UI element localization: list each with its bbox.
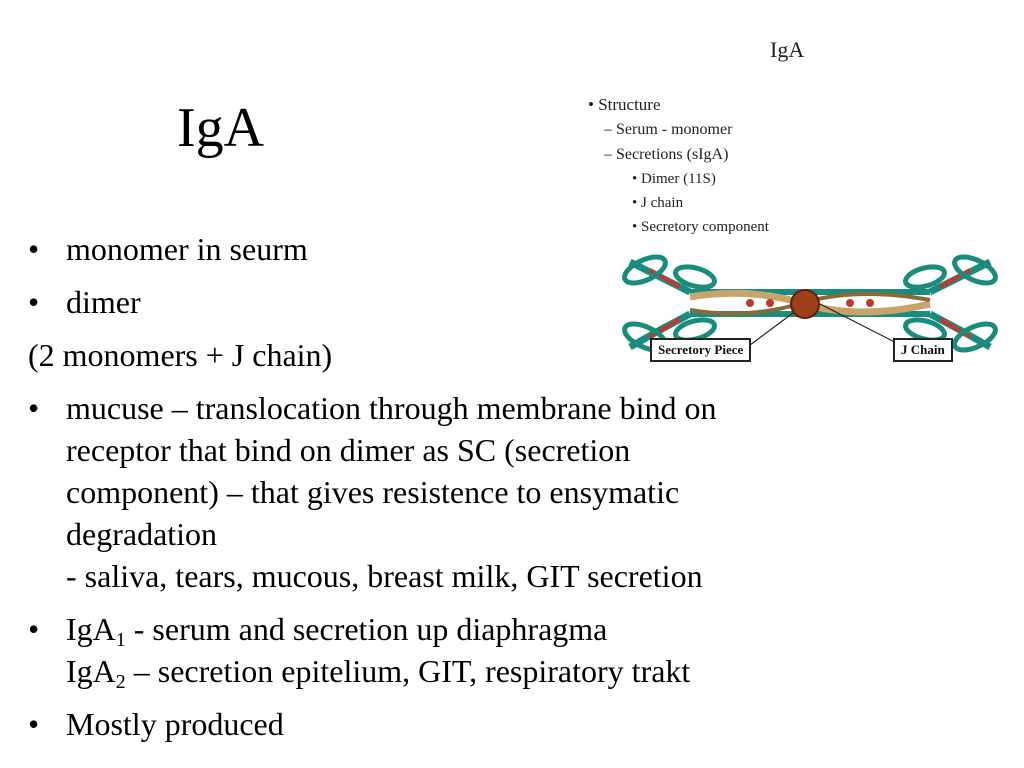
figure-list-item: • Structure — [588, 95, 661, 114]
page-title: IgA — [177, 97, 265, 159]
subclass-name: IgA — [66, 611, 116, 647]
figure-list-item: • Secretory component — [632, 219, 769, 235]
bullet-item: • dimer — [28, 281, 928, 323]
iga-structure-figure: IgA • Structure – Serum - monomer – Secr… — [580, 32, 1000, 372]
j-chain-label: J Chain — [893, 338, 953, 362]
subclass-name: IgA — [66, 653, 116, 689]
bullet-text-mostly-produced: Mostly produced — [66, 706, 284, 742]
bullet-glyph: • — [28, 390, 40, 426]
figure-list-item: • Dimer (11S) — [632, 171, 716, 187]
hinge-details — [746, 299, 874, 307]
figure-list-item: – Secretions (sIgA) — [604, 146, 729, 163]
left-arms — [622, 254, 717, 353]
figure-list-item: – Serum - monomer — [604, 121, 733, 138]
bullet-text-monomer: monomer in seurm — [66, 231, 308, 267]
subclass-subscript: 1 — [115, 629, 126, 651]
bullet-glyph: • — [28, 231, 40, 267]
bullet-glyph: • — [28, 284, 40, 320]
bullet-text-dimer: dimer — [66, 284, 141, 320]
mucuse-line: receptor that bind on dimer as SC (secre… — [66, 432, 631, 468]
bullet-item-mucuse: • mucuse – translocation through membran… — [28, 387, 928, 597]
right-arms — [903, 254, 998, 353]
figure-structure-list: • Structure – Serum - monomer – Secretio… — [588, 92, 769, 239]
figure-structure-heading: Structure — [598, 95, 661, 114]
bullet-glyph: • — [28, 706, 40, 742]
bullet-item: • monomer in seurm — [28, 228, 928, 270]
secretory-piece-label: Secretory Piece — [650, 338, 752, 362]
figure-list-item: • J chain — [632, 195, 684, 211]
subclass-line-iga2: IgA2 – secretion epitelium, GIT, respira… — [66, 650, 928, 692]
mucuse-line: degradation — [66, 516, 218, 552]
slide-content: • monomer in seurm • dimer (2 monomers +… — [28, 228, 928, 756]
mucuse-line: - saliva, tears, mucous, breast milk, GI… — [66, 558, 703, 594]
j-chain-ball — [790, 289, 820, 319]
subclass-line-iga1: IgA1 - serum and secretion up diaphragma — [66, 608, 928, 650]
figure-title: IgA — [770, 37, 805, 62]
plain-line: (2 monomers + J chain) — [28, 337, 333, 373]
subclass-subscript: 2 — [115, 671, 126, 693]
iga-dimer-diagram — [622, 254, 998, 361]
bullet-item-subclasses: • IgA1 - serum and secretion up diaphrag… — [28, 608, 928, 692]
bullet-item: • Mostly produced — [28, 703, 928, 745]
mucuse-line: mucuse – translocation through membrane … — [66, 390, 717, 426]
subclass-text: – secretion epitelium, GIT, respiratory … — [125, 653, 691, 689]
mucuse-line: component) – that gives resistence to en… — [66, 474, 680, 510]
bullet-glyph: • — [28, 611, 40, 647]
subclass-text: - serum and secretion up diaphragma — [125, 611, 608, 647]
